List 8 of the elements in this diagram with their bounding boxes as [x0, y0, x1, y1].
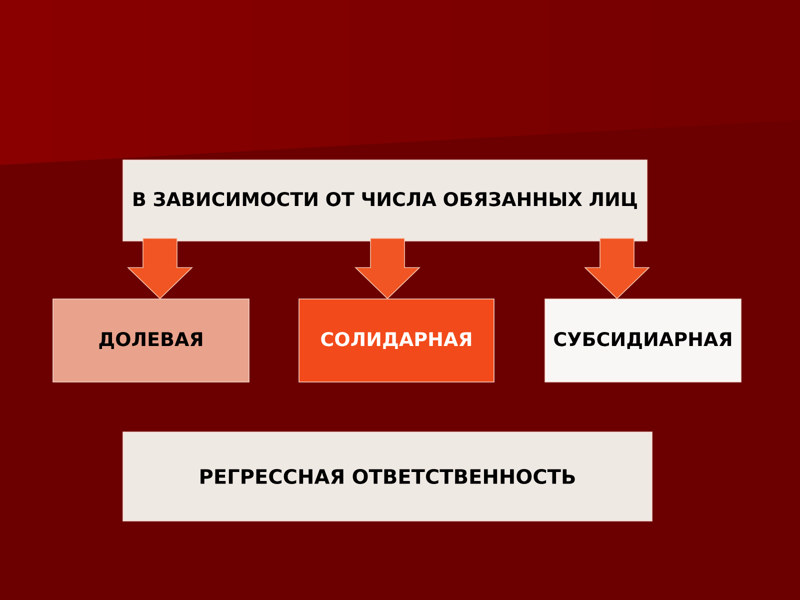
category-box: СУБСИДИАРНАЯ [544, 298, 742, 382]
block-arrow [127, 238, 193, 300]
text-box: РЕГРЕССНАЯ ОТВЕТСТВЕННОСТЬ [122, 432, 652, 522]
block-arrow [584, 238, 650, 300]
header-box: В ЗАВИСИМОСТИ ОТ ЧИСЛА ОБЯЗАННЫХ ЛИЦ [122, 160, 648, 242]
category-box: СОЛИДАРНАЯ [298, 298, 494, 382]
category-box: ДОЛЕВАЯ [52, 298, 250, 382]
block-arrow [354, 238, 420, 300]
